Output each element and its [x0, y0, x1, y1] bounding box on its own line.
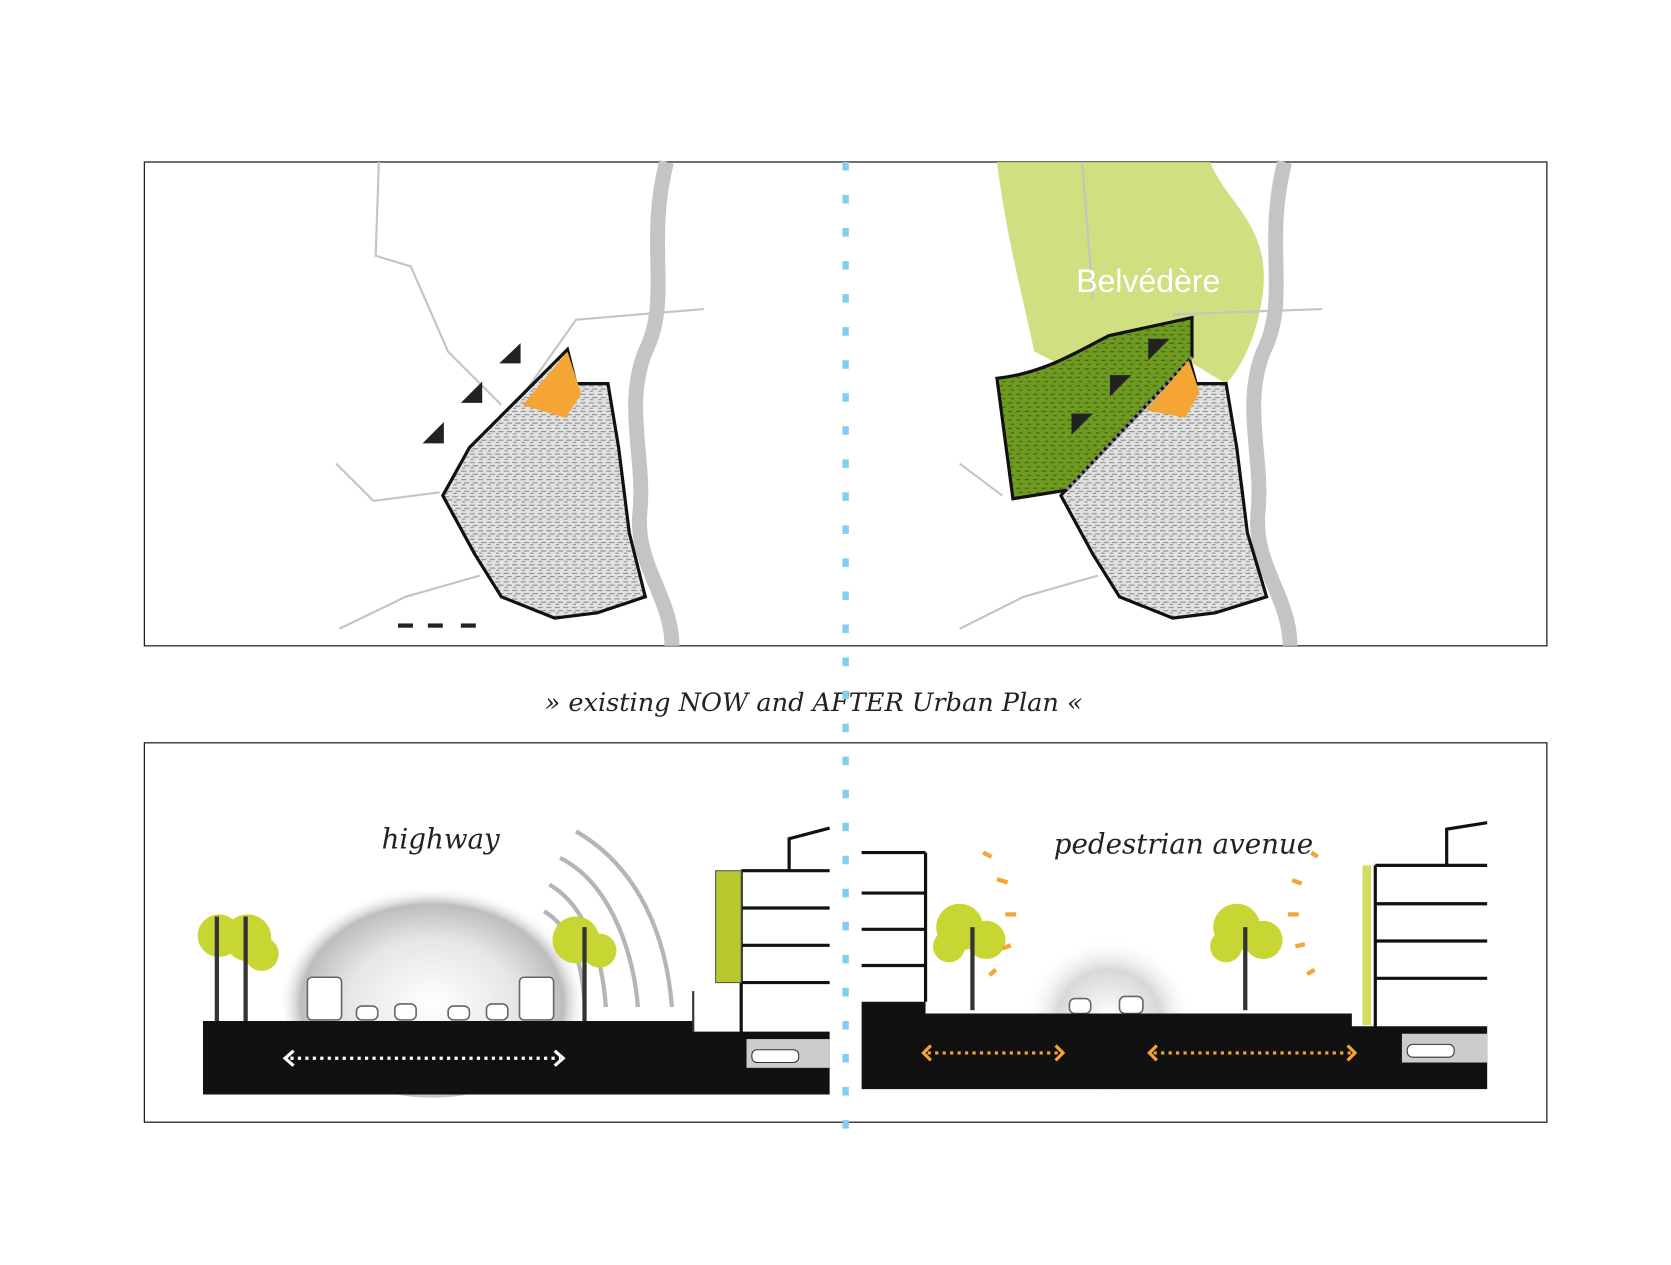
- arrow-double: [282, 1049, 566, 1067]
- ground: [861, 1001, 1488, 1090]
- caption: » existing NOW and AFTER Urban Plan «: [545, 688, 1083, 718]
- scale-bar: [398, 623, 476, 628]
- orange-parcel: [522, 351, 582, 418]
- sound-marks: [982, 850, 1319, 977]
- map-existing: [335, 160, 704, 647]
- highway-label: highway: [382, 822, 500, 855]
- vehicles: [1068, 995, 1144, 1015]
- tree-icon: [933, 903, 1006, 1011]
- section-existing: highway: [197, 822, 831, 1098]
- building: [861, 821, 1488, 1082]
- arrow-double: [921, 1044, 1358, 1062]
- pedestrian-avenue-label: pedestrian avenue: [1054, 828, 1313, 861]
- belvedere-park: [996, 161, 1264, 384]
- section-after: pedestrian avenue: [861, 821, 1488, 1098]
- facade-green: [715, 870, 742, 984]
- vehicles: [306, 976, 555, 1021]
- arrow-marker: [422, 343, 521, 444]
- orange-parcel: [1146, 360, 1200, 418]
- green-extension: [995, 315, 1194, 501]
- tree-icon: [1210, 903, 1283, 1011]
- river: [1246, 160, 1298, 647]
- belvedere-label: Belvédère: [1076, 263, 1220, 299]
- tree-icon: [552, 916, 617, 1024]
- district-outline: [1058, 353, 1269, 620]
- map-after: Belvédère: [959, 160, 1323, 647]
- facade-green: [1362, 865, 1372, 1026]
- tree-icon: [197, 914, 279, 1024]
- arrow-marker: [1071, 338, 1170, 435]
- building: [739, 826, 831, 1095]
- river: [628, 160, 680, 647]
- district-outline: [440, 346, 648, 620]
